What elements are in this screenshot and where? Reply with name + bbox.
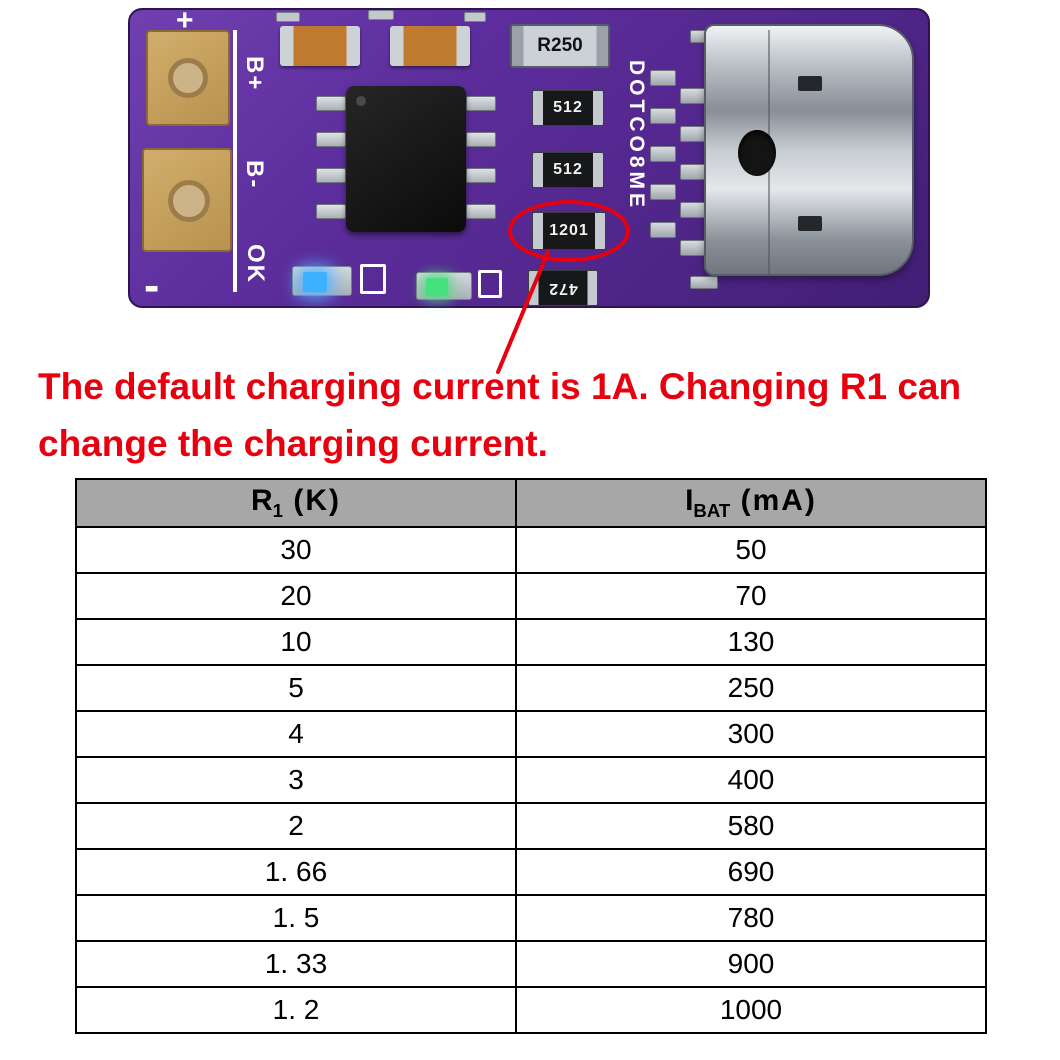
col-header-ibat: IBAT (mA) (515, 478, 987, 528)
usb-leg-pad (650, 146, 676, 162)
ic-pin (466, 204, 496, 219)
r-value-cell: 1. 5 (75, 894, 517, 942)
header-ibat-sub: BAT (693, 500, 731, 521)
ic-pin1-dot (356, 96, 366, 106)
ic-pin (316, 96, 346, 111)
led-die (303, 272, 327, 292)
shunt-resistor-r250: R250 (510, 24, 610, 68)
r-value-cell: 1. 66 (75, 848, 517, 896)
ibat-value-cell: 580 (515, 802, 987, 850)
usb-shell-slot (798, 216, 822, 231)
b-plus-silkscreen-label: B+ (241, 56, 268, 92)
ok-silkscreen-label: OK (242, 244, 269, 284)
ceramic-capacitor (280, 26, 360, 66)
ic-pin (316, 132, 346, 147)
r-value-cell: 4 (75, 710, 517, 758)
ic-pin (466, 168, 496, 183)
charger-ic-chip (346, 86, 466, 232)
minus-silkscreen-label: - (144, 259, 160, 311)
usb-leg-pad (680, 88, 706, 104)
ibat-value-cell: 250 (515, 664, 987, 712)
ibat-value-cell: 1000 (515, 986, 987, 1034)
annotation-pointer-line (496, 250, 550, 374)
usb-leg-pad (680, 126, 706, 142)
ic-pin (466, 96, 496, 111)
table-header-row: R1 (K) IBAT (mA) (75, 478, 987, 528)
brand-silkscreen-label: DOTCO8ME (625, 60, 648, 212)
usb-leg-pad (650, 222, 676, 238)
usb-shell-hole (738, 130, 776, 176)
ibat-value-cell: 400 (515, 756, 987, 804)
ic-pin (316, 168, 346, 183)
smd-pad (276, 12, 300, 22)
ic-pin (316, 204, 346, 219)
header-r-sub: 1 (272, 500, 284, 521)
r-value-cell: 1. 33 (75, 940, 517, 988)
ceramic-capacitor (390, 26, 470, 66)
usb-leg-pad (680, 202, 706, 218)
header-ibat-unit: (mA) (730, 484, 817, 517)
usb-leg-pad (650, 108, 676, 124)
ibat-value-cell: 300 (515, 710, 987, 758)
silkscreen-outline (478, 270, 502, 298)
smd-pad (368, 10, 394, 20)
ibat-value-cell: 50 (515, 526, 987, 574)
plus-silkscreen-label: + (176, 4, 194, 37)
usb-shell-slot (798, 76, 822, 91)
usb-shell-anchor (690, 276, 718, 289)
resistor-512-b: 512 (532, 152, 604, 188)
status-led-blue (292, 266, 352, 296)
r-value-cell: 5 (75, 664, 517, 712)
battery-pad-positive (146, 30, 230, 126)
battery-pad-negative (142, 148, 232, 252)
usb-leg-pad (680, 164, 706, 180)
annotation-circle-r1 (508, 200, 630, 262)
ibat-value-cell: 900 (515, 940, 987, 988)
r-value-cell: 3 (75, 756, 517, 804)
status-led-green (416, 272, 472, 300)
ibat-value-cell: 130 (515, 618, 987, 666)
pad-hole (168, 180, 210, 222)
ibat-value-cell: 780 (515, 894, 987, 942)
r-value-cell: 20 (75, 572, 517, 620)
header-r-unit: (K) (283, 484, 341, 517)
r-value-cell: 10 (75, 618, 517, 666)
usb-leg-pad (680, 240, 706, 256)
smd-pad (464, 12, 486, 22)
silkscreen-outline (360, 264, 386, 294)
r-value-cell: 1. 2 (75, 986, 517, 1034)
ic-pin (466, 132, 496, 147)
pcb-board: + B+ B- OK - R250 512 512 1201 472 DOTCO… (128, 4, 930, 311)
usb-leg-pad (650, 70, 676, 86)
header-ibat-main: I (685, 484, 694, 517)
pad-hole (168, 58, 208, 98)
header-r-main: R (251, 484, 273, 517)
col-header-r: R1 (K) (75, 478, 517, 528)
b-minus-silkscreen-label: B- (241, 160, 268, 190)
ibat-value-cell: 690 (515, 848, 987, 896)
usb-leg-pad (650, 184, 676, 200)
ibat-value-cell: 70 (515, 572, 987, 620)
r-value-cell: 30 (75, 526, 517, 574)
r-value-cell: 2 (75, 802, 517, 850)
usb-c-connector (704, 24, 914, 276)
resistor-512-a: 512 (532, 90, 604, 126)
led-die (426, 278, 448, 296)
annotation-line-2: change the charging current. (38, 423, 548, 464)
silkscreen-divider-line (233, 30, 237, 292)
